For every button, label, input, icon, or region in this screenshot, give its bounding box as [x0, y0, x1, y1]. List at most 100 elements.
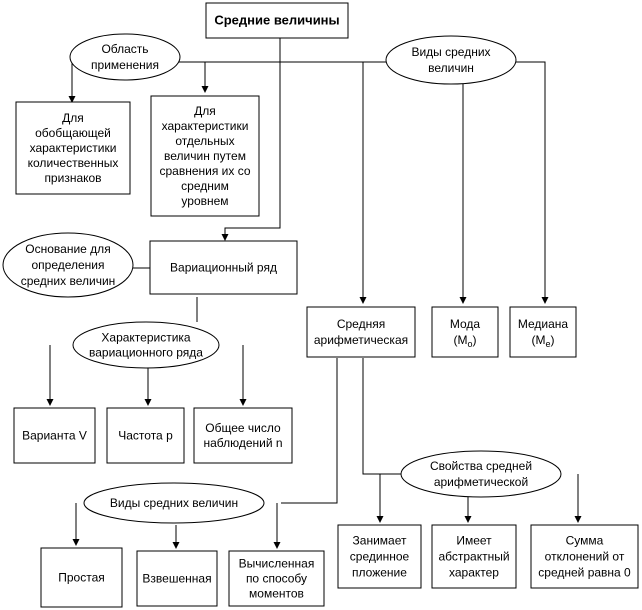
dlya-obob-box: Дляобобщающейхарактеристикиколичественны…: [15, 101, 131, 195]
harakt-var-ellipse-text: вариационного ряда: [89, 346, 203, 360]
summa-box-text: Сумма: [566, 534, 604, 548]
vidy-top-ellipse-text: Виды средних: [411, 45, 490, 59]
varianta-box-text: Варианта V: [22, 429, 87, 443]
zanimaet-box-frame: [337, 524, 422, 589]
dlya-harakt-box-text: уровнем: [181, 194, 228, 208]
osnovanie-ellipse-frame: [2, 232, 134, 298]
dlya-harakt-box-frame: [150, 95, 260, 217]
title-box-frame: [205, 2, 349, 39]
svoistva-ellipse-frame: [400, 450, 562, 498]
imeet-box-frame: [431, 524, 517, 589]
dlya-obob-box-text: Для: [62, 111, 84, 125]
connector-line: [221, 38, 281, 241]
dlya-harakt-box-text: средним: [181, 179, 229, 193]
zanimaet-box-text: Занимает: [353, 534, 407, 548]
vidy-bottom-ellipse-frame: [83, 482, 265, 524]
vychislennaya-box-text: Вычисленная: [239, 557, 315, 571]
prostaya-box-frame: [40, 547, 123, 608]
osnovanie-ellipse: Основание для определения средних величин: [2, 232, 134, 298]
symbol-main: (M: [453, 333, 467, 347]
vidy-top-ellipse: Виды средних величин: [385, 35, 517, 85]
osnovanie-ellipse-text: определения: [31, 258, 104, 272]
dlya-harakt-box-text: сравнения их со: [159, 164, 250, 178]
summa-box-text: средней равна 0: [538, 566, 631, 580]
harakt-var-ellipse-text: Характеристика: [101, 331, 191, 345]
osnovanie-ellipse-text: средних величин: [21, 274, 116, 288]
mediana-box-text: Медиана: [518, 317, 569, 331]
srednyaya-box-frame: [306, 306, 416, 358]
summa-box: Сумма отклонений от средней равна 0: [530, 524, 639, 589]
zanimaet-box-text: срединное: [350, 550, 410, 564]
varianta-box-frame: [13, 407, 96, 464]
mediana-box: Медиана (Me): [509, 306, 577, 358]
chastota-box: Частота p: [106, 407, 185, 464]
title-box: Средние величины: [205, 2, 349, 39]
moda-box: Мода (Mo): [431, 306, 499, 358]
osnovanie-ellipse-text: Основание для: [25, 242, 110, 256]
symbol-close: ): [473, 333, 477, 347]
connector-line: [362, 358, 405, 475]
harakt-var-ellipse-frame: [72, 321, 220, 369]
vidy-bottom-ellipse-text: Виды средних величин: [110, 496, 238, 510]
moda-box-frame: [431, 306, 499, 358]
vzveshennaya-box-frame: [136, 550, 218, 607]
symbol-sub: o: [467, 339, 472, 349]
chastota-box-text: Частота p: [118, 429, 173, 443]
moda-box-text: Мода: [450, 317, 481, 331]
svoistva-ellipse-text: Свойства средней: [430, 459, 532, 473]
svoistva-ellipse: Свойства средней арифметической: [400, 450, 562, 498]
summa-box-text: отклонений от: [545, 550, 625, 564]
srednyaya-box-text: арифметическая: [314, 333, 408, 347]
imeet-box-text: Имеет: [456, 534, 492, 548]
summa-box-frame: [530, 524, 639, 589]
vychislennaya-box-frame: [228, 550, 325, 607]
dlya-obob-box-text: количественных: [28, 156, 119, 170]
dlya-harakt-box-text: характеристики: [162, 119, 249, 133]
oblast-ellipse-text: применения: [91, 58, 159, 72]
moda-box-symbol: (Mo): [453, 333, 476, 349]
prostaya-box-text: Простая: [58, 571, 105, 585]
dlya-obob-box-frame: [15, 101, 131, 195]
oblast-ellipse: Область применения: [69, 33, 181, 81]
imeet-box-text: характер: [449, 566, 499, 580]
srednyaya-box: Средняя арифметическая: [306, 306, 416, 358]
mediana-box-symbol: (Me): [531, 333, 554, 349]
oblast-ellipse-text: Область: [101, 42, 148, 56]
dlya-obob-box-text: обобщающей: [35, 126, 111, 140]
varianta-box: Варианта V: [13, 407, 96, 464]
var-ryad-box: Вариационный ряд: [149, 240, 298, 295]
var-ryad-box-text: Вариационный ряд: [170, 261, 277, 275]
chastota-box-frame: [106, 407, 185, 464]
vzveshennaya-box: Взвешенная: [136, 550, 218, 607]
obshee-box-text: наблюдений n: [203, 436, 282, 450]
dlya-obob-box-text: признаков: [44, 171, 101, 185]
dlya-obob-box-text: характеристики: [30, 141, 117, 155]
vidy-bottom-ellipse: Виды средних величин: [83, 482, 265, 524]
svoistva-ellipse-text: арифметической: [434, 475, 528, 489]
oblast-ellipse-frame: [69, 33, 181, 81]
dlya-harakt-box-text: Для: [194, 104, 216, 118]
vychislennaya-box-text: по способу: [246, 572, 307, 586]
vidy-top-ellipse-frame: [385, 35, 517, 85]
dlya-harakt-box-text: отдельных: [175, 134, 234, 148]
prostaya-box: Простая: [40, 547, 123, 608]
vychislennaya-box-text: моментов: [249, 587, 304, 601]
dlya-harakt-box-text: величин путем: [164, 149, 246, 163]
obshee-box-frame: [193, 407, 293, 464]
vidy-top-ellipse-text: величин: [428, 61, 474, 75]
symbol-sub: e: [545, 339, 550, 349]
symbol-close: ): [551, 333, 555, 347]
srednyaya-box-text: Средняя: [337, 317, 385, 331]
connector-line: [281, 358, 338, 504]
vzveshennaya-box-text: Взвешенная: [142, 572, 211, 586]
mediana-box-frame: [509, 306, 577, 358]
connectors: [46, 38, 582, 549]
title-box-text: Средние величины: [214, 13, 339, 28]
